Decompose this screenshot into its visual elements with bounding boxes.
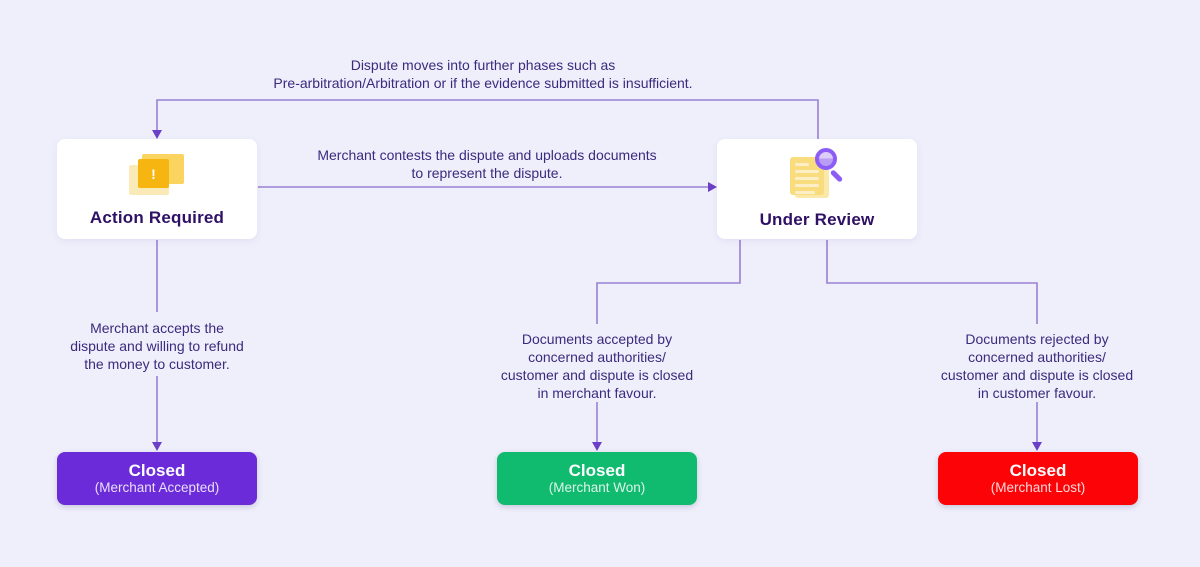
arrowhead-into-under-review <box>708 182 717 192</box>
edge-won-upper <box>596 240 741 324</box>
edge-label-contest: Merchant contests the dispute and upload… <box>317 147 657 181</box>
node-under-review: Under Review <box>717 139 917 239</box>
alert-exclamation-badge: ! <box>138 159 169 188</box>
closed-title: Closed <box>128 461 186 480</box>
closed-title: Closed <box>1009 461 1067 480</box>
alert-note-icon: ! <box>129 154 185 198</box>
edge-label-merchant-accepts: Merchant accepts the dispute and willing… <box>70 320 244 372</box>
closed-merchant-accepted-box: Closed (Merchant Accepted) <box>57 452 257 505</box>
closed-subtitle: (Merchant Lost) <box>990 480 1086 495</box>
arrowhead-into-closed-accepted <box>152 442 162 451</box>
arrowhead-into-action-required <box>152 130 162 139</box>
edge-label-loop-back: Dispute moves into further phases such a… <box>273 57 693 91</box>
closed-merchant-won-box: Closed (Merchant Won) <box>497 452 697 505</box>
node-title-action-required: Action Required <box>89 208 225 227</box>
closed-subtitle: (Merchant Accepted) <box>94 480 220 495</box>
magnifier-lens <box>815 148 837 170</box>
closed-merchant-lost-box: Closed (Merchant Lost) <box>938 452 1138 505</box>
edge-label-documents-accepted: Documents accepted by concerned authorit… <box>500 331 694 401</box>
edge-loop-back <box>156 99 819 139</box>
closed-subtitle: (Merchant Won) <box>548 480 646 495</box>
node-title-under-review: Under Review <box>759 210 875 229</box>
arrowhead-into-closed-lost <box>1032 442 1042 451</box>
closed-title: Closed <box>568 461 626 480</box>
magnifier-handle <box>829 169 844 183</box>
edge-lost-upper <box>826 240 1038 324</box>
arrowhead-into-closed-won <box>592 442 602 451</box>
edge-label-documents-rejected: Documents rejected by concerned authorit… <box>940 331 1134 401</box>
document-magnifier-icon <box>788 148 846 200</box>
node-action-required: ! Action Required <box>57 139 257 239</box>
